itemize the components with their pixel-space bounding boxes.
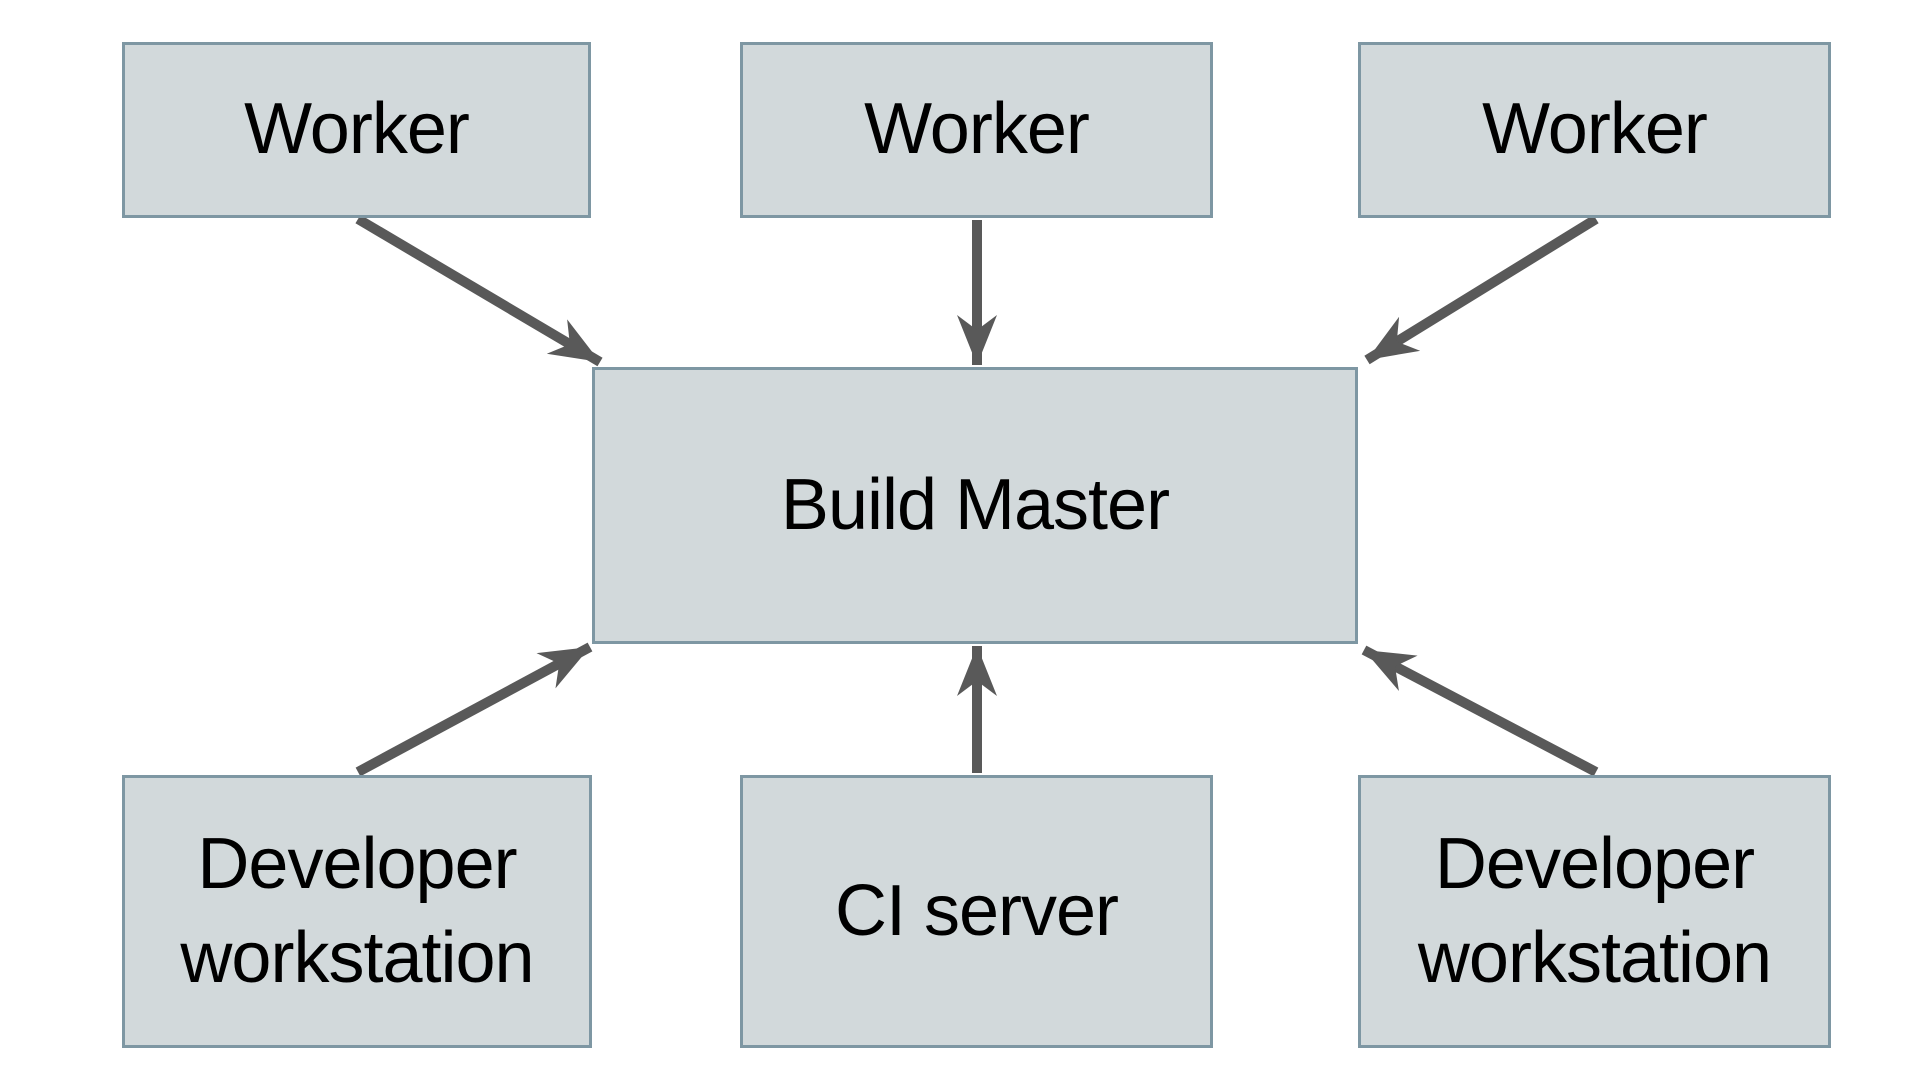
node-ci-server: CI server — [740, 775, 1213, 1048]
node-developer-workstation-right: Developer workstation — [1358, 775, 1831, 1048]
node-developer-workstation-left: Developer workstation — [122, 775, 592, 1048]
node-developer-workstation-left-label: Developer workstation — [180, 823, 534, 998]
node-ci-server-label: CI server — [834, 870, 1119, 951]
edge-worker-3-to-build-master — [1364, 214, 1599, 365]
node-worker-3: Worker — [1358, 42, 1831, 218]
edge-dev-right-to-build-master — [1361, 645, 1599, 777]
node-worker-2-label: Worker — [864, 89, 1090, 170]
node-worker-2: Worker — [740, 42, 1213, 218]
node-build-master: Build Master — [592, 367, 1358, 644]
node-developer-workstation-right-label: Developer workstation — [1417, 823, 1772, 998]
node-worker-1-label: Worker — [244, 89, 470, 170]
node-worker-3-label: Worker — [1482, 89, 1708, 170]
node-worker-1: Worker — [122, 42, 591, 218]
node-build-master-label: Build Master — [780, 464, 1170, 545]
edge-dev-left-to-build-master — [355, 642, 593, 777]
edge-worker-1-to-build-master — [355, 214, 603, 367]
